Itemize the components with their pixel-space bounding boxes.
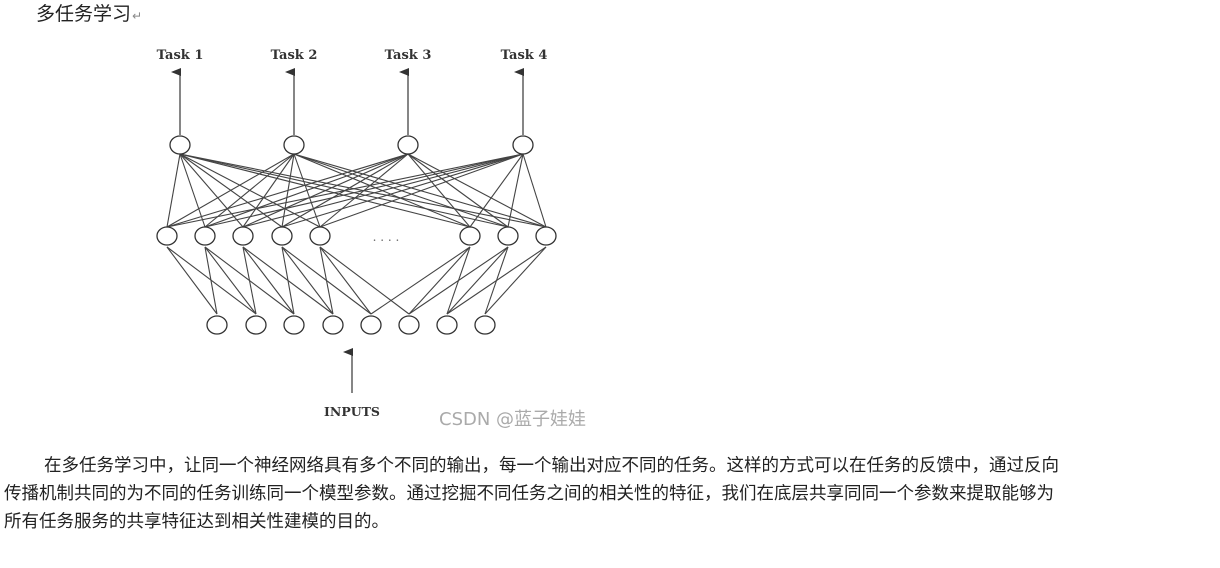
paragraph-line-1: 在多任务学习中，让同一个神经网络具有多个不同的输出，每一个输出对应不同的任务。这… bbox=[44, 456, 1059, 476]
input-node-6 bbox=[398, 315, 420, 335]
hidden-input-edge bbox=[484, 246, 509, 315]
hidden-input-edge bbox=[281, 246, 372, 315]
task-hidden-edge bbox=[407, 153, 509, 228]
section-heading: 多任务学习↵ bbox=[36, 2, 142, 28]
task-hidden-edge bbox=[242, 153, 295, 228]
hidden-input-edge bbox=[204, 246, 295, 315]
task-hidden-edge bbox=[166, 153, 524, 228]
network-edges bbox=[166, 153, 547, 315]
hidden-node-4 bbox=[271, 226, 293, 246]
task-hidden-edge bbox=[242, 153, 524, 228]
hidden-input-edge bbox=[166, 246, 257, 315]
hidden-input-edge bbox=[242, 246, 334, 315]
hidden-node-7 bbox=[497, 226, 519, 246]
task-hidden-edge bbox=[179, 153, 206, 228]
task-node-1 bbox=[169, 135, 191, 155]
hidden-layer-ellipsis: . . . . bbox=[373, 230, 400, 244]
return-mark: ↵ bbox=[132, 9, 143, 23]
task-node-4 bbox=[512, 135, 534, 155]
task-node-2 bbox=[283, 135, 305, 155]
task-hidden-edge bbox=[407, 153, 471, 228]
paragraph-line-3: 所有任务服务的共享特征达到相关性建模的目的。 bbox=[4, 512, 389, 532]
hidden-input-edge bbox=[446, 246, 471, 315]
hidden-input-edge bbox=[166, 246, 218, 315]
hidden-input-edge bbox=[319, 246, 410, 315]
task-hidden-edge bbox=[281, 153, 524, 228]
hidden-input-edge bbox=[408, 246, 471, 315]
input-node-8 bbox=[474, 315, 496, 335]
hidden-node-2 bbox=[194, 226, 216, 246]
task-hidden-edge bbox=[469, 153, 524, 228]
input-node-4 bbox=[322, 315, 344, 335]
task-hidden-edge bbox=[204, 153, 409, 228]
hidden-input-edge bbox=[281, 246, 334, 315]
hidden-input-edge bbox=[204, 246, 257, 315]
input-node-7 bbox=[436, 315, 458, 335]
task-hidden-edge bbox=[179, 153, 244, 228]
network-nodes bbox=[156, 135, 557, 335]
task-label-3: Task 3 bbox=[385, 48, 432, 63]
task-hidden-edge bbox=[166, 153, 181, 228]
input-node-2 bbox=[245, 315, 267, 335]
task-hidden-edge bbox=[204, 153, 295, 228]
watermark: CSDN @蓝子娃娃 bbox=[439, 409, 586, 430]
task-hidden-edge bbox=[166, 153, 409, 228]
hidden-node-1 bbox=[156, 226, 178, 246]
hidden-node-3 bbox=[232, 226, 254, 246]
task-label-2: Task 2 bbox=[271, 48, 318, 63]
task-label-4: Task 4 bbox=[501, 48, 548, 63]
input-node-5 bbox=[360, 315, 382, 335]
task-node-3 bbox=[397, 135, 419, 155]
task-hidden-edge bbox=[204, 153, 524, 228]
task-hidden-edge bbox=[407, 153, 547, 228]
task-hidden-edge bbox=[522, 153, 547, 228]
multitask-network-diagram: Task 1 Task 2 Task 3 Task 4 . . . . INPU… bbox=[156, 48, 586, 430]
description-paragraph: 在多任务学习中，让同一个神经网络具有多个不同的输出，每一个输出对应不同的任务。这… bbox=[4, 452, 1216, 536]
input-node-1 bbox=[206, 315, 228, 335]
hidden-input-edge bbox=[446, 246, 509, 315]
hidden-node-8 bbox=[535, 226, 557, 246]
hidden-input-edge bbox=[319, 246, 372, 315]
task-label-1: Task 1 bbox=[157, 48, 204, 63]
paragraph-line-2: 传播机制共同的为不同的任务训练同一个模型参数。通过挖掘不同任务之间的相关性的特征… bbox=[4, 484, 1054, 504]
task-hidden-edge bbox=[319, 153, 524, 228]
hidden-input-edge bbox=[242, 246, 295, 315]
hidden-input-edge bbox=[370, 246, 471, 315]
input-node-3 bbox=[283, 315, 305, 335]
task-hidden-edge bbox=[507, 153, 524, 228]
heading-text: 多任务学习 bbox=[36, 3, 132, 25]
hidden-node-5 bbox=[309, 226, 331, 246]
inputs-label: INPUTS bbox=[324, 404, 380, 419]
arrows bbox=[171, 68, 524, 393]
hidden-node-6 bbox=[459, 226, 481, 246]
hidden-input-edge bbox=[484, 246, 547, 315]
task-hidden-edge bbox=[166, 153, 295, 228]
task-hidden-edge bbox=[242, 153, 409, 228]
